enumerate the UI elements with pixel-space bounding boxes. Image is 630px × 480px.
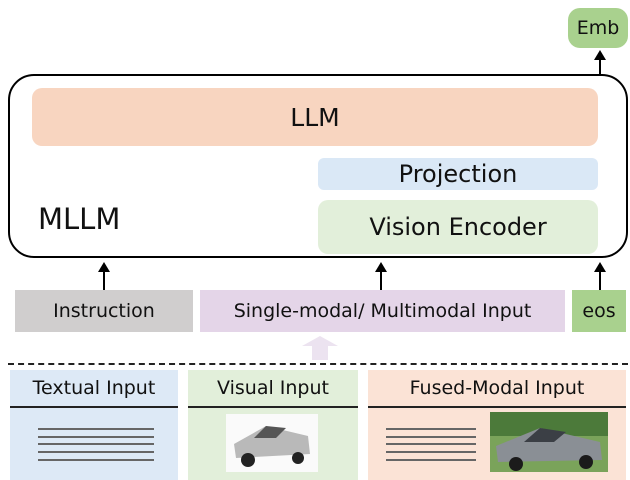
mllm-box: [8, 74, 628, 258]
panel-title: Visual Input: [188, 370, 358, 408]
vision-encoder-block: Vision Encoder: [318, 200, 598, 254]
visual-input-panel: Visual Input: [188, 370, 358, 480]
arrow-to-emb: [594, 50, 606, 74]
textual-input-panel: Textual Input: [10, 370, 178, 480]
panel-title: Fused-Modal Input: [368, 370, 626, 408]
truck-photo: [490, 412, 608, 472]
projection-block: Projection: [318, 158, 598, 190]
emb-output: Emb: [568, 8, 628, 48]
multimodal-input: Single-modal/ Multimodal Input: [200, 290, 565, 332]
wide-arrow-icon: [302, 336, 338, 360]
fused-modal-input-panel: Fused-Modal Input: [368, 370, 626, 480]
panel-title: Textual Input: [10, 370, 178, 408]
arrow-eos: [594, 262, 606, 290]
llm-block: LLM: [32, 88, 598, 146]
arrow-multimodal: [375, 262, 387, 290]
dashed-divider: [8, 363, 628, 365]
eos-token: eos: [572, 290, 626, 332]
truck-image: [226, 414, 318, 472]
instruction-input: Instruction: [15, 290, 193, 332]
mllm-label: MLLM: [38, 202, 121, 236]
arrow-instruction: [98, 262, 110, 290]
